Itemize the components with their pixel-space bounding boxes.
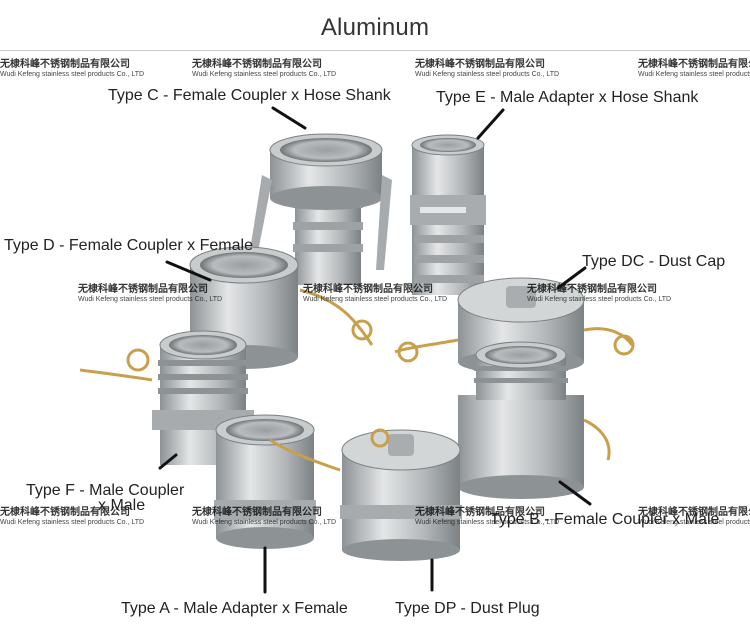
label-type-e: Type E - Male Adapter x Hose Shank [436, 89, 699, 106]
label-pointers [158, 106, 592, 594]
header-divider [0, 50, 750, 51]
label-type-a: Type A - Male Adapter x Female [121, 600, 348, 617]
type-b-fitting [458, 341, 611, 499]
label-type-b: Type B - Female Coupler x Male [490, 511, 720, 528]
type-e-fitting [410, 134, 486, 295]
type-a-fitting [214, 414, 316, 549]
label-type-f-line2: x Male [98, 497, 146, 514]
label-type-f-line1: Type F - Male Coupler [26, 482, 185, 499]
label-type-dc: Type DC - Dust Cap [582, 253, 726, 270]
type-dp-fitting [269, 428, 462, 561]
type-c-fitting [250, 133, 392, 285]
label-type-dp: Type DP - Dust Plug [395, 600, 540, 617]
label-type-d: Type D - Female Coupler x Female [4, 237, 253, 254]
label-type-c: Type C - Female Coupler x Hose Shank [108, 87, 391, 104]
page-title: Aluminum [320, 14, 430, 41]
